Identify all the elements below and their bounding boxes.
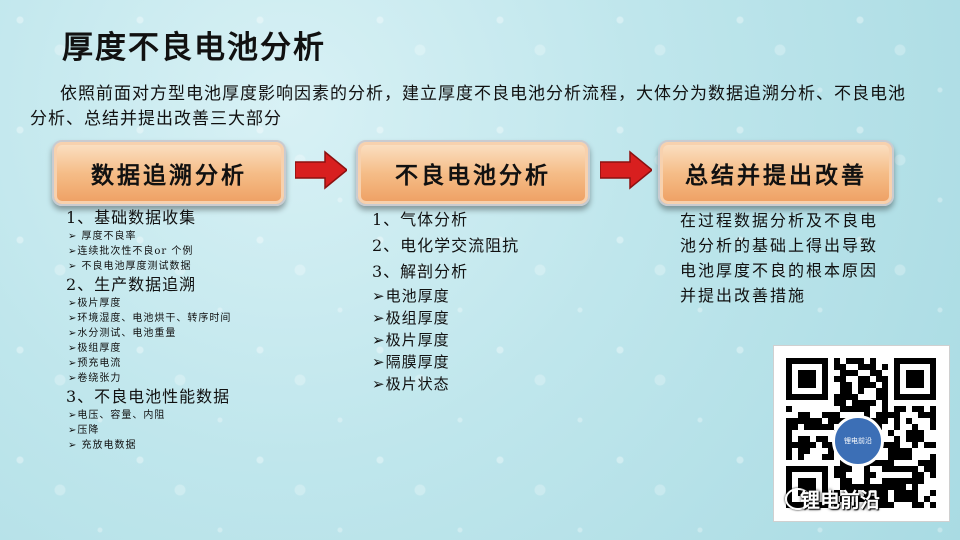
step-summary-improve: 总结并提出改善	[658, 140, 894, 206]
list-item: ➢连续批次性不良or 个例	[68, 246, 194, 257]
list-heading: 1、基础数据收集	[66, 208, 197, 227]
step-label: 总结并提出改善	[685, 162, 867, 189]
bad-cell-list: 1、气体分析 2、电化学交流阻抗 3、解剖分析 ➢电池厚度 ➢极组厚度 ➢极片厚…	[370, 207, 600, 395]
list-item: ➢极组厚度	[68, 343, 122, 354]
list-heading: 2、电化学交流阻抗	[372, 236, 520, 255]
list-item: ➢电压、容量、内阻	[68, 410, 166, 421]
list-heading: 3、不良电池性能数据	[66, 387, 231, 406]
watermark: 锂电前沿	[800, 488, 880, 512]
list-item: ➢水分测试、电池重量	[68, 328, 177, 339]
list-item: ➢卷绕张力	[68, 373, 122, 384]
list-heading: 3、解剖分析	[372, 262, 469, 281]
list-item: ➢隔膜厚度	[372, 353, 450, 371]
right-arrow-icon	[600, 150, 652, 190]
right-arrow-icon	[295, 150, 347, 190]
list-item: ➢压降	[68, 425, 100, 436]
list-item: ➢电池厚度	[372, 287, 450, 305]
list-item: ➢环境湿度、电池烘干、转序时间	[68, 313, 232, 324]
list-item: ➢ 厚度不良率	[68, 231, 137, 242]
list-item: ➢极片厚度	[68, 298, 122, 309]
summary-text: 在过程数据分析及不良电池分析的基础上得出导致电池厚度不良的根本原因并提出改善措施	[680, 211, 879, 305]
list-item: ➢极片厚度	[372, 331, 450, 349]
qr-center-logo: 锂电前沿	[832, 415, 884, 467]
list-item: ➢极组厚度	[372, 309, 450, 327]
list-item: ➢预充电流	[68, 358, 122, 369]
list-heading: 2、生产数据追溯	[66, 275, 197, 294]
step-data-trace: 数据追溯分析	[52, 140, 286, 206]
list-item: ➢ 充放电数据	[68, 440, 137, 451]
list-heading: 1、气体分析	[372, 210, 469, 229]
wechat-icon	[785, 488, 811, 510]
step-label: 数据追溯分析	[91, 162, 247, 189]
list-item: ➢ 不良电池厚度测试数据	[68, 261, 192, 272]
step-label: 不良电池分析	[395, 162, 551, 189]
list-item: ➢极片状态	[372, 375, 450, 393]
qr-code-pattern	[786, 358, 936, 508]
data-trace-list: 1、基础数据收集 ➢ 厚度不良率 ➢连续批次性不良or 个例 ➢ 不良电池厚度测…	[66, 207, 326, 453]
step-bad-cell-analysis: 不良电池分析	[356, 140, 590, 206]
intro-paragraph: 依照前面对方型电池厚度影响因素的分析，建立厚度不良电池分析流程，大体分为数据追溯…	[30, 84, 906, 129]
page-title: 厚度不良电池分析	[62, 30, 326, 66]
